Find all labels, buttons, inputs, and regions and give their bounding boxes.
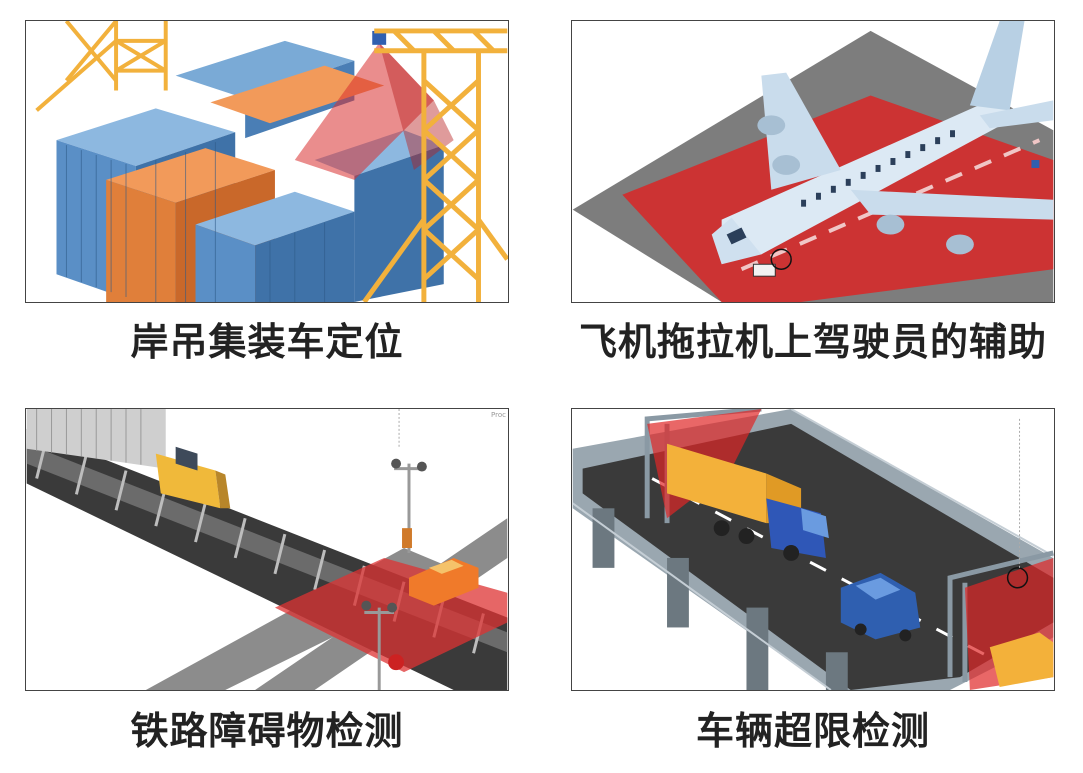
sensor-pole-bottom — [364, 607, 395, 690]
blue-car — [840, 572, 921, 642]
lane-markings — [651, 477, 991, 659]
aircraft-tug-illustration — [572, 21, 1054, 302]
corner-label: Proc — [491, 411, 506, 419]
bridge-railing — [572, 409, 1054, 690]
stop-sign-icon — [388, 654, 405, 671]
car — [408, 557, 479, 606]
railway-crossing-panel: Proc — [25, 408, 509, 691]
locomotive — [155, 453, 221, 509]
highlight-circle-icon — [1006, 567, 1029, 589]
crane-right — [362, 28, 508, 302]
overhead-bridge-panel — [571, 408, 1055, 691]
airplane — [711, 21, 1054, 265]
train — [26, 409, 231, 509]
crane-container-illustration — [35, 21, 508, 302]
overhead-bridge-vehicle-illustration — [572, 409, 1054, 690]
sensor-icon — [372, 30, 387, 45]
crane-container-panel — [25, 20, 509, 303]
sensor-icon — [391, 458, 402, 469]
caption-aircraft-tug: 飞机拖拉机上驾驶员的辅助 — [578, 320, 1047, 364]
road — [255, 518, 508, 690]
bridge-pillars — [592, 508, 848, 690]
truck — [667, 443, 829, 561]
caption-railway-obstacle: 铁路障碍物检测 — [130, 709, 404, 753]
caption-vehicle-overlimit: 车辆超限检测 — [695, 709, 930, 753]
highlight-circle-icon — [770, 248, 792, 270]
crane-left — [35, 21, 168, 112]
yellow-car — [989, 632, 1054, 688]
aircraft-tug-panel — [571, 20, 1055, 303]
railway-crossing-illustration — [26, 409, 508, 690]
engine-icon — [757, 115, 786, 136]
tug-vehicle — [752, 248, 792, 277]
container-ribs — [65, 142, 326, 302]
caption-crane-container: 岸吊集装车定位 — [130, 320, 404, 364]
sensor-icon — [1031, 160, 1040, 168]
